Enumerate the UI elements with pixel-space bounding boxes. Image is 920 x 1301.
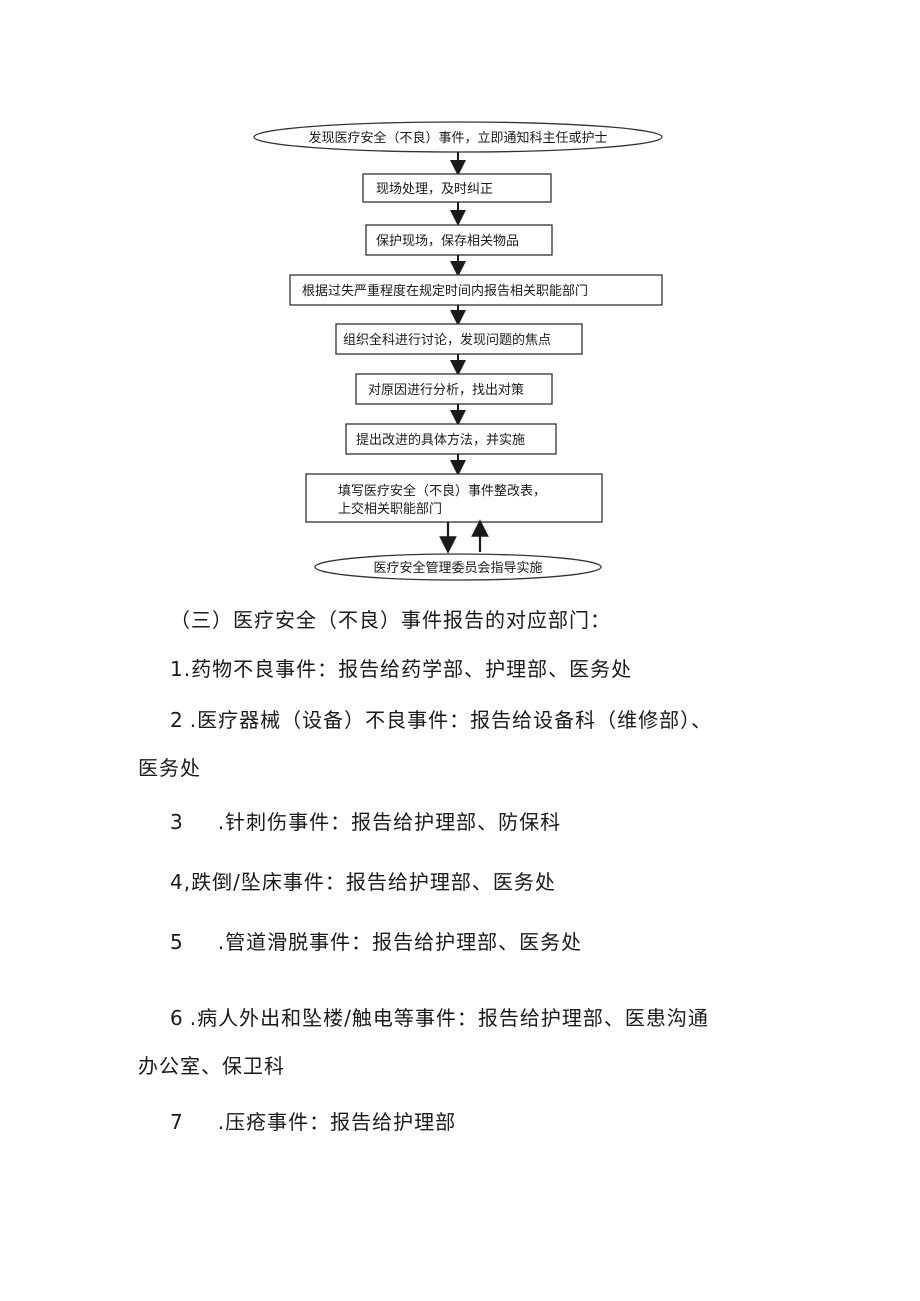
flowchart: 发现医疗安全（不良）事件，立即通知科主任或护士 现场处理，及时纠正 保护现场，保…: [253, 121, 663, 581]
list-item-6: 6.病人外出和坠楼/触电等事件：报告给护理部、医患沟通: [170, 1002, 709, 1031]
list-item-4: 4,跌倒/坠床事件：报告给护理部、医务处: [170, 866, 556, 895]
list-item-7: 7 .压疮事件：报告给护理部: [170, 1106, 456, 1135]
flow-step-3-text: 根据过失严重程度在规定时间内报告相关职能部门: [302, 283, 588, 299]
list-item-2: 2.医疗器械（设备）不良事件：报告给设备科（维修部）、: [170, 704, 712, 733]
list-item-text: .针刺伤事件：报告给护理部、防保科: [217, 810, 562, 834]
flow-step-4-box: [335, 323, 583, 355]
flow-start-text: 发现医疗安全（不良）事件，立即通知科主任或护士: [308, 130, 607, 146]
flow-step-3-box: [289, 274, 663, 306]
list-item-number: 1.: [170, 657, 192, 681]
list-item-6-continuation: 办公室、保卫科: [138, 1054, 285, 1078]
list-item-text: 跌倒/坠床事件：报告给护理部、医务处: [191, 870, 556, 894]
list-item-number: 4,: [170, 870, 192, 894]
flow-step-5-text: 对原因进行分析，找出对策: [368, 382, 524, 398]
list-item-text: .管道滑脱事件：报告给护理部、医务处: [217, 930, 583, 954]
list-item-number: 6: [170, 1006, 184, 1030]
list-item-number: 5: [170, 930, 184, 954]
list-item-text: .压疮事件：报告给护理部: [217, 1110, 457, 1134]
list-item-number: 3: [170, 810, 184, 834]
flow-step-4-text: 组织全科进行讨论，发现问题的焦点: [343, 332, 551, 348]
flow-step-6-box: [345, 423, 557, 455]
flow-step-5-box: [355, 373, 553, 405]
list-item-text: .医疗器械（设备）不良事件：报告给设备科（维修部）、: [189, 708, 713, 732]
list-item-1: 1.药物不良事件：报告给药学部、护理部、医务处: [170, 653, 632, 682]
list-item-number: 2: [170, 708, 184, 732]
list-item-number: 7: [170, 1110, 184, 1134]
list-item-2-continuation: 医务处: [138, 756, 201, 780]
flow-final-step-box: [305, 473, 603, 523]
section-heading: （三）医疗安全（不良）事件报告的对应部门：: [170, 608, 611, 632]
list-item-3: 3 .针刺伤事件：报告给护理部、防保科: [170, 806, 561, 835]
list-item-text: .病人外出和坠楼/触电等事件：报告给护理部、医患沟通: [189, 1006, 709, 1030]
flow-final-step-line1: 填写医疗安全（不良）事件整改表，: [338, 483, 546, 499]
flow-step-1-box: [362, 173, 552, 203]
list-item-text: 药物不良事件：报告给药学部、护理部、医务处: [191, 657, 633, 681]
flow-end-ellipse: [314, 553, 602, 581]
flow-step-1-text: 现场处理，及时纠正: [376, 182, 493, 197]
flow-end-text: 医疗安全管理委员会指导实施: [373, 560, 542, 576]
flow-final-step-line2: 上交相关职能部门: [338, 501, 442, 517]
flow-step-2-text: 保护现场，保存相关物品: [376, 234, 519, 249]
flow-step-6-text: 提出改进的具体方法，并实施: [356, 432, 525, 448]
list-item-5: 5 .管道滑脱事件：报告给护理部、医务处: [170, 926, 582, 955]
